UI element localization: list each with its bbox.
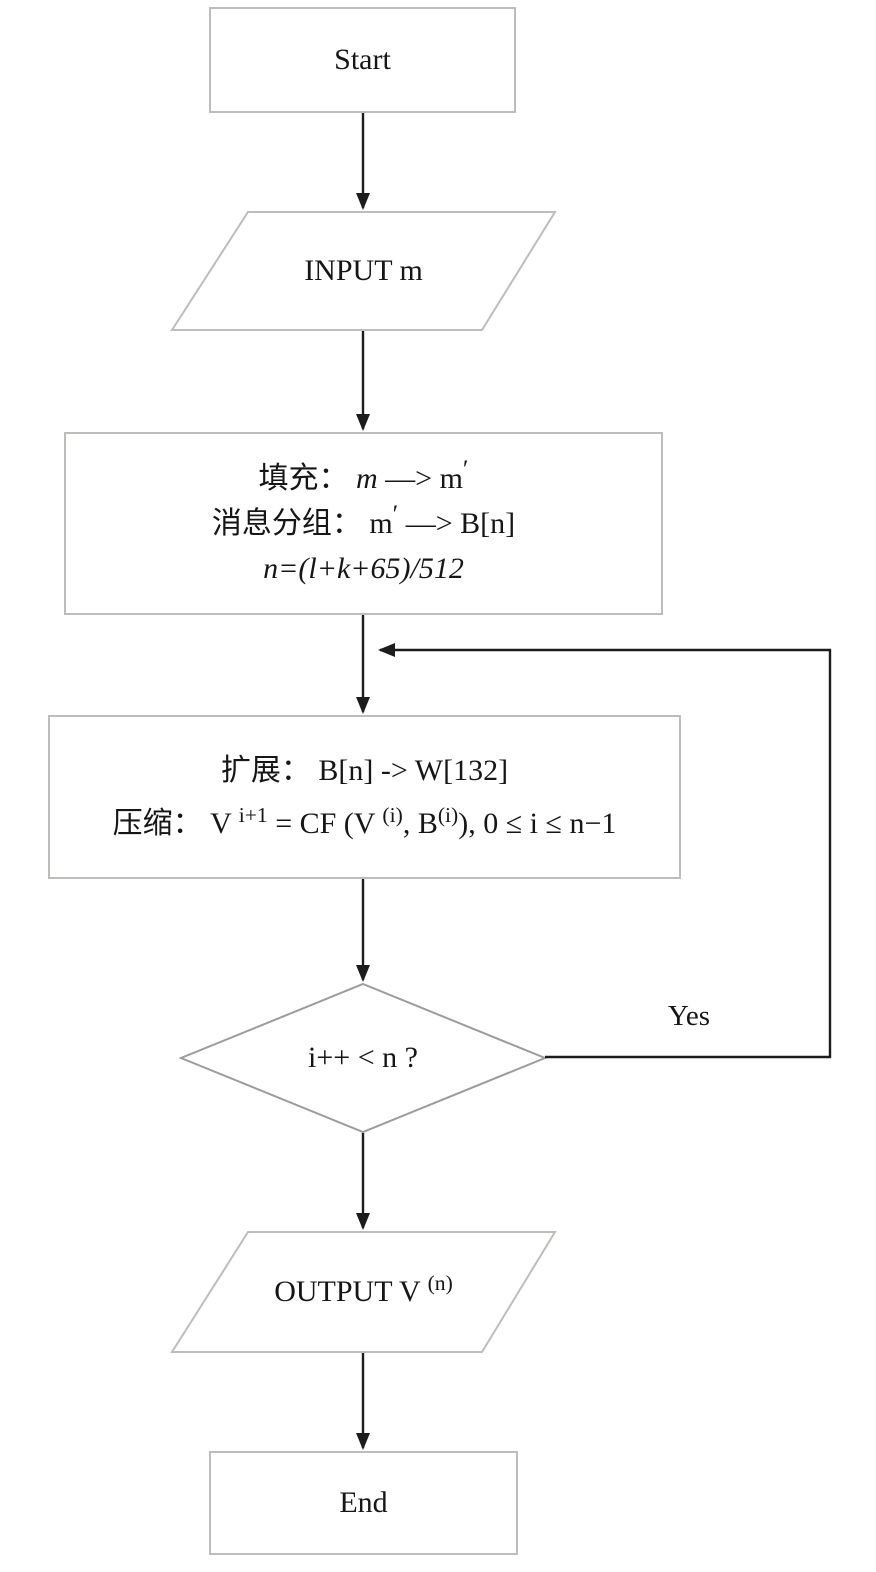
start-node-shape bbox=[209, 7, 516, 113]
iterate-line2-p2: = CF (V bbox=[267, 807, 383, 840]
iterate-line-1: 扩展： B[n] -> W[132] bbox=[220, 754, 509, 787]
decision-node-shape bbox=[178, 982, 548, 1134]
output-label-sup: (n) bbox=[427, 1271, 453, 1295]
padding-node-shape bbox=[64, 432, 663, 615]
input-node-label: INPUT m bbox=[304, 254, 423, 287]
input-node-shape bbox=[170, 211, 557, 331]
padding-line2-label: 消息分组： m bbox=[211, 507, 393, 540]
iterate-node-shape bbox=[48, 715, 681, 879]
output-node-label: OUTPUT V (n) bbox=[172, 1232, 555, 1352]
padding-line1-var-m: m bbox=[355, 462, 378, 495]
yes-branch-label: Yes bbox=[667, 999, 711, 1032]
padding-node-label: 填充： m —> m′ 消息分组： m′ —> B[n] n=(l+k+65)/… bbox=[65, 433, 662, 614]
output-label-parts: OUTPUT V (n) bbox=[274, 1272, 453, 1309]
padding-line-3: n=(l+k+65)/512 bbox=[263, 552, 464, 585]
padding-line-2: 消息分组： m′ —> B[n] bbox=[212, 501, 515, 546]
iterate-line-2: 压缩： V i+1 = CF (V (i), B(i)), 0 ≤ i ≤ n−… bbox=[113, 797, 617, 850]
padding-line2-prime: ′ bbox=[392, 499, 399, 528]
iterate-line2-p4: ), 0 ≤ i ≤ n−1 bbox=[458, 807, 617, 840]
end-node-shape bbox=[209, 1451, 518, 1555]
decision-node-label: i++ < n ? bbox=[308, 1041, 418, 1074]
iterate-line2-sup1: i+1 bbox=[238, 803, 268, 827]
iterate-line2-p1: 压缩： V bbox=[112, 807, 239, 840]
padding-line2-arrow: —> B[n] bbox=[398, 507, 516, 540]
arrow-yes-loopback bbox=[378, 643, 832, 1059]
output-node-shape bbox=[170, 1231, 557, 1353]
padding-line1-label: 填充： bbox=[258, 462, 356, 495]
padding-line-1: 填充： m —> m′ bbox=[258, 456, 468, 501]
iterate-line2-p3: , B bbox=[402, 807, 438, 840]
padding-line1-arrow: —> m bbox=[377, 462, 463, 495]
iterate-line2-sup2: (i) bbox=[382, 803, 403, 827]
output-label-p1: OUTPUT V bbox=[274, 1275, 428, 1308]
end-node-label: End bbox=[339, 1486, 388, 1519]
padding-line1-prime: ′ bbox=[462, 454, 469, 483]
start-node-label: Start bbox=[334, 43, 391, 76]
iterate-line2-sup3: (i) bbox=[437, 803, 459, 827]
iterate-node-label: 扩展： B[n] -> W[132] 压缩： V i+1 = CF (V (i)… bbox=[49, 716, 680, 878]
